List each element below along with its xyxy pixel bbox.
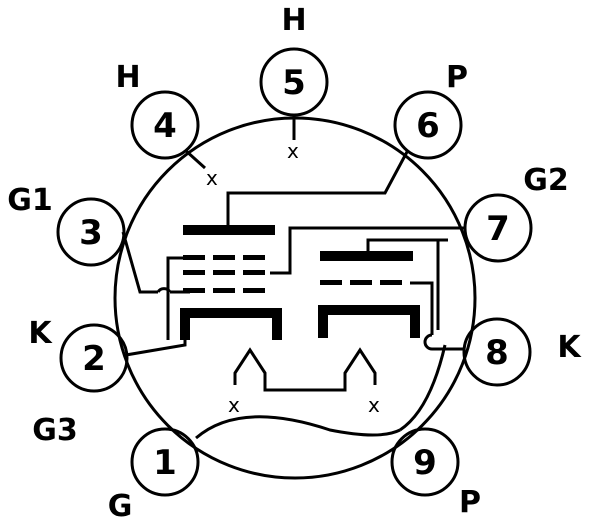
pin-label-7: G2 — [523, 163, 569, 198]
pin6-plate-wire — [226, 149, 410, 228]
pin-number-1: 1 — [153, 443, 177, 483]
left-cathode — [180, 308, 282, 340]
right-grid-crossover — [423, 333, 433, 351]
pin-number-8: 8 — [485, 333, 509, 373]
screen-grid-wire — [270, 226, 464, 275]
left-grid-dash-9 — [243, 288, 265, 293]
pin-number-7: 7 — [486, 209, 510, 249]
pin-circle-1 — [130, 427, 200, 497]
pin-label-8: K — [557, 330, 582, 365]
nc-mark-pin5: x — [287, 139, 299, 163]
nc-mark-pin4: x — [206, 166, 218, 190]
pin4-lead — [183, 148, 207, 170]
pin-number-5: 5 — [282, 63, 306, 103]
pin3-grid-wire — [121, 231, 158, 294]
left-grid-dash-8 — [213, 288, 235, 293]
left-grid-dash-3 — [243, 255, 265, 260]
left-grid-dash-1 — [183, 255, 205, 260]
pin-number-6: 6 — [416, 106, 440, 146]
pin7-plate-wire — [366, 238, 448, 255]
pin-label-1: G — [108, 489, 133, 524]
pin7-side-wire — [436, 238, 448, 330]
pin-circle-7 — [463, 193, 533, 263]
pin-label-2: K — [28, 316, 53, 351]
pin1-g3-arc — [195, 415, 401, 440]
left-grid-dash-7 — [183, 288, 205, 293]
right-grid-dash-1 — [320, 280, 342, 285]
right-grid-dash-2 — [350, 280, 372, 285]
g3-label: G3 — [32, 413, 78, 448]
left-plate-bar — [183, 225, 275, 235]
left-grid-dash-2 — [213, 255, 235, 260]
right-plate-bar — [320, 251, 413, 261]
heater-filament — [233, 347, 377, 392]
pin-circle-8 — [462, 317, 532, 387]
pin-label-3: G1 — [7, 183, 53, 218]
right-grid-dash-3 — [380, 280, 402, 285]
pin-number-4: 4 — [153, 106, 177, 146]
pin-circle-2 — [59, 323, 129, 393]
pin-label-9: P — [459, 485, 481, 520]
pin-number-2: 2 — [82, 339, 106, 379]
pin-circle-6 — [393, 90, 463, 160]
pin-label-6: P — [446, 60, 468, 95]
pin-label-4: H — [115, 60, 140, 95]
pin-number-3: 3 — [79, 213, 103, 253]
pin-circle-4 — [130, 90, 200, 160]
nc-mark-heater-right: x — [368, 393, 380, 417]
pin-number-9: 9 — [413, 443, 437, 483]
nc-mark-heater-left: x — [228, 393, 240, 417]
left-grid-dash-4 — [183, 270, 205, 275]
right-cathode — [318, 305, 420, 338]
right-grid-link — [410, 281, 434, 335]
pin9-plate-arc — [399, 344, 447, 432]
pin-circle-9 — [390, 427, 460, 497]
left-grid-dash-6 — [243, 270, 265, 275]
left-grid-link — [166, 256, 190, 340]
pin2-cathode-wire — [125, 333, 187, 357]
pin-label-5: H — [281, 3, 306, 38]
left-grid-dash-5 — [213, 270, 235, 275]
